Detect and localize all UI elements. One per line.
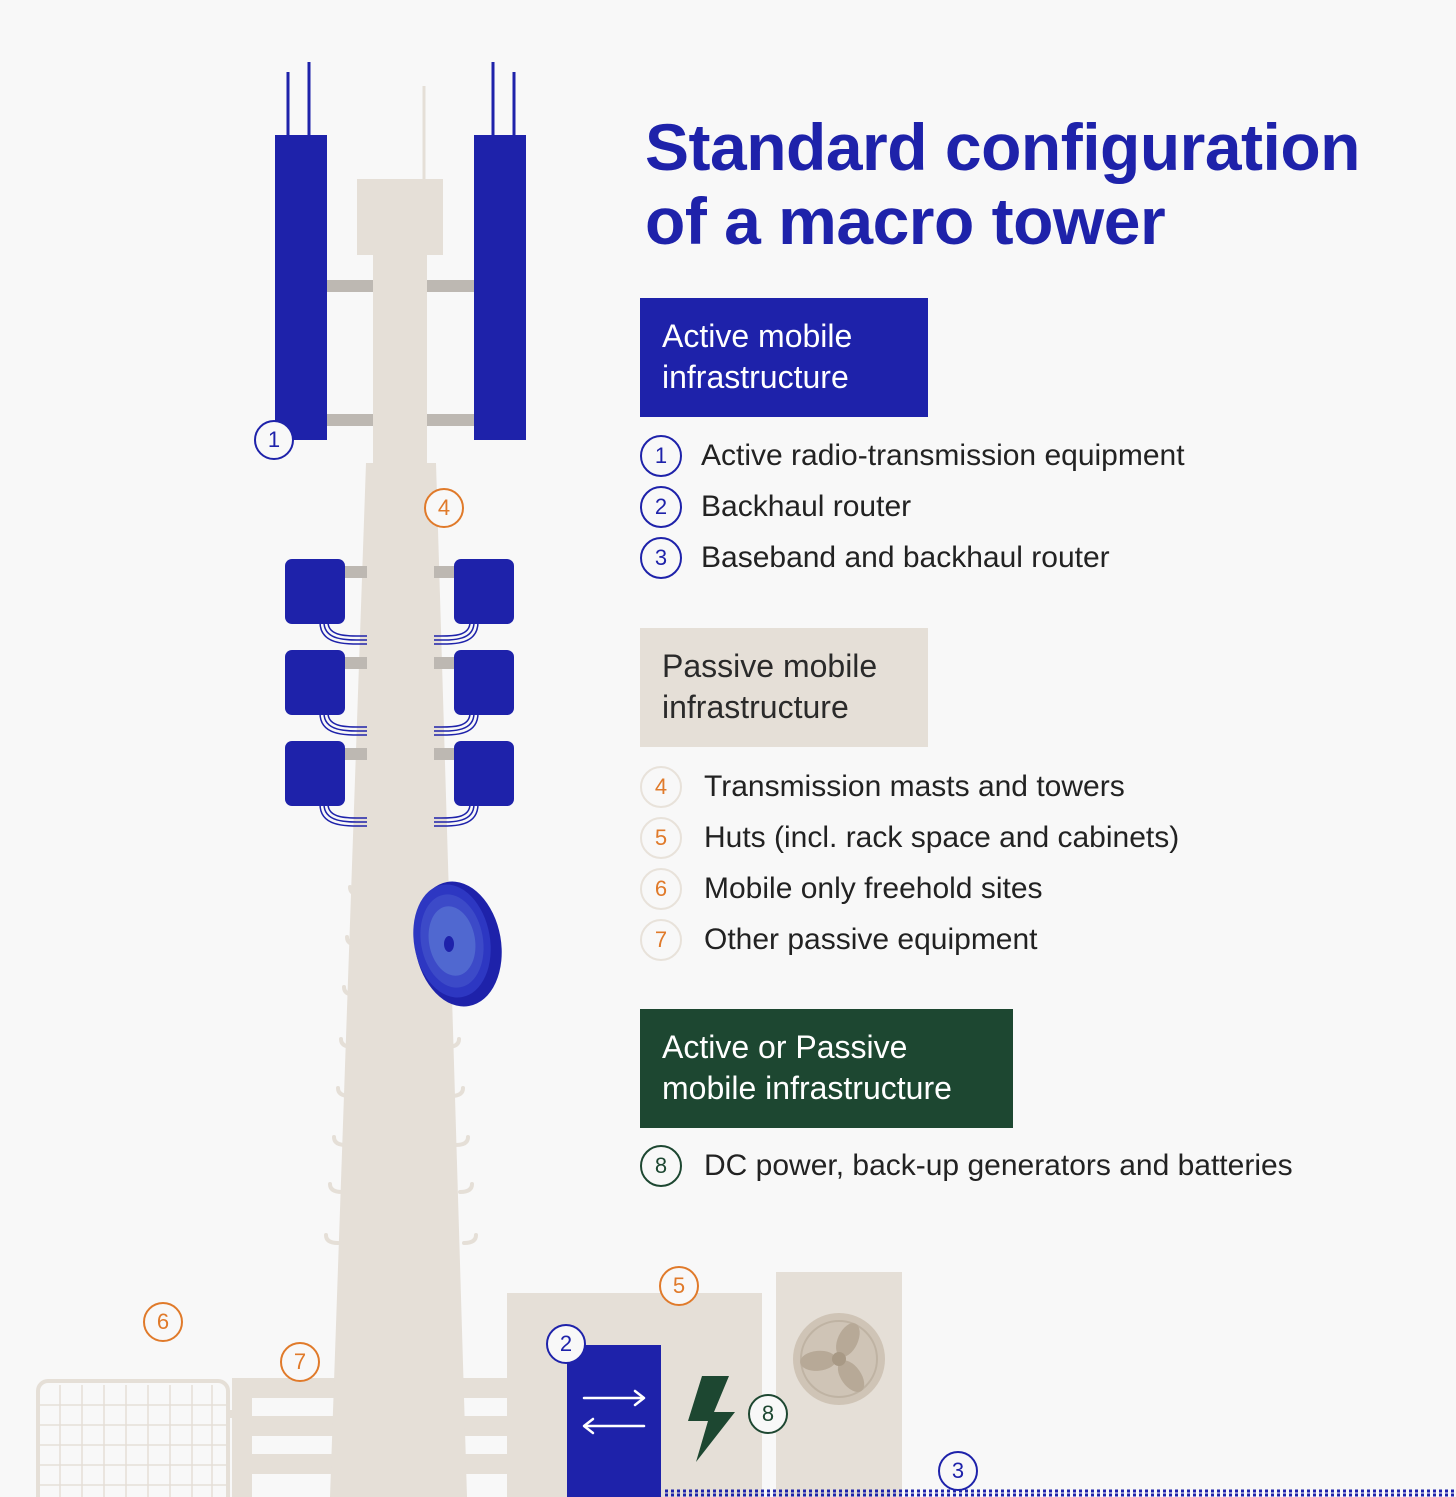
legend-item: 7 Other passive equipment: [640, 914, 1179, 965]
number-badge: 8: [640, 1144, 682, 1187]
category-passive-header: Passive mobile infrastructure: [640, 628, 928, 747]
legend-label: Active radio-transmission equipment: [701, 438, 1185, 472]
dish-icon: [413, 881, 502, 1007]
legend-item: 2 Backhaul router: [640, 481, 1185, 532]
number-badge: 5: [640, 816, 682, 859]
title-line-2: of a macro tower: [645, 184, 1166, 258]
legend-item: 6 Mobile only freehold sites: [640, 863, 1179, 914]
page-title: Standard configuration of a macro tower: [645, 110, 1361, 258]
legend-item: 1 Active radio-transmission equipment: [640, 430, 1185, 481]
marker-1: 1: [254, 420, 294, 460]
main-mast: [330, 463, 467, 1497]
marker-5: 5: [659, 1266, 699, 1306]
category-active-line-1: Active mobile: [662, 318, 853, 354]
antenna-icon: [275, 135, 327, 440]
marker-2: 2: [546, 1324, 586, 1364]
fan-icon: [793, 1313, 885, 1405]
legend-label: Backhaul router: [701, 489, 912, 523]
top-antenna-array: [275, 62, 526, 465]
marker-3: 3: [938, 1451, 978, 1491]
category-passive-line-2: infrastructure: [662, 689, 849, 725]
antenna-icon: [474, 135, 526, 440]
number-badge: 3: [640, 536, 682, 579]
panel-antennas: [285, 559, 514, 827]
category-active-line-2: infrastructure: [662, 359, 849, 395]
legend-item: 5 Huts (incl. rack space and cabinets): [640, 812, 1179, 863]
legend-item: 3 Baseband and backhaul router: [640, 532, 1185, 583]
marker-8: 8: [748, 1394, 788, 1434]
title-line-1: Standard configuration: [645, 110, 1361, 184]
legend-active-list: 1 Active radio-transmission equipment 2 …: [640, 430, 1185, 583]
category-mixed-line-1: Active or Passive: [662, 1029, 908, 1065]
legend-item: 8 DC power, back-up generators and batte…: [640, 1140, 1293, 1191]
legend-label: Huts (incl. rack space and cabinets): [704, 820, 1180, 854]
number-badge: 2: [640, 485, 682, 528]
legend-label: Other passive equipment: [704, 922, 1038, 956]
category-mixed-header: Active or Passive mobile infrastructure: [640, 1009, 1013, 1128]
marker-4: 4: [424, 488, 464, 528]
legend-item: 4 Transmission masts and towers: [640, 761, 1179, 812]
router-cabinet: [567, 1345, 661, 1497]
legend-passive-list: 4 Transmission masts and towers 5 Huts (…: [640, 761, 1179, 965]
legend-label: Baseband and backhaul router: [701, 540, 1110, 574]
category-passive-line-1: Passive mobile: [662, 648, 878, 684]
legend-mixed-list: 8 DC power, back-up generators and batte…: [640, 1140, 1293, 1191]
number-badge: 7: [640, 918, 682, 961]
marker-7: 7: [280, 1342, 320, 1382]
number-badge: 4: [640, 765, 682, 808]
number-badge: 6: [640, 867, 682, 910]
router-arrows-icon: [582, 1389, 646, 1435]
legend-label: Transmission masts and towers: [704, 769, 1125, 803]
legend-label: DC power, back-up generators and batteri…: [704, 1148, 1293, 1182]
marker-6: 6: [143, 1302, 183, 1342]
category-active-header: Active mobile infrastructure: [640, 298, 928, 417]
fence-icon: [36, 1379, 230, 1497]
number-badge: 1: [640, 434, 682, 477]
lightning-icon: [688, 1376, 735, 1462]
category-mixed-line-2: mobile infrastructure: [662, 1070, 952, 1106]
legend-label: Mobile only freehold sites: [704, 871, 1043, 905]
